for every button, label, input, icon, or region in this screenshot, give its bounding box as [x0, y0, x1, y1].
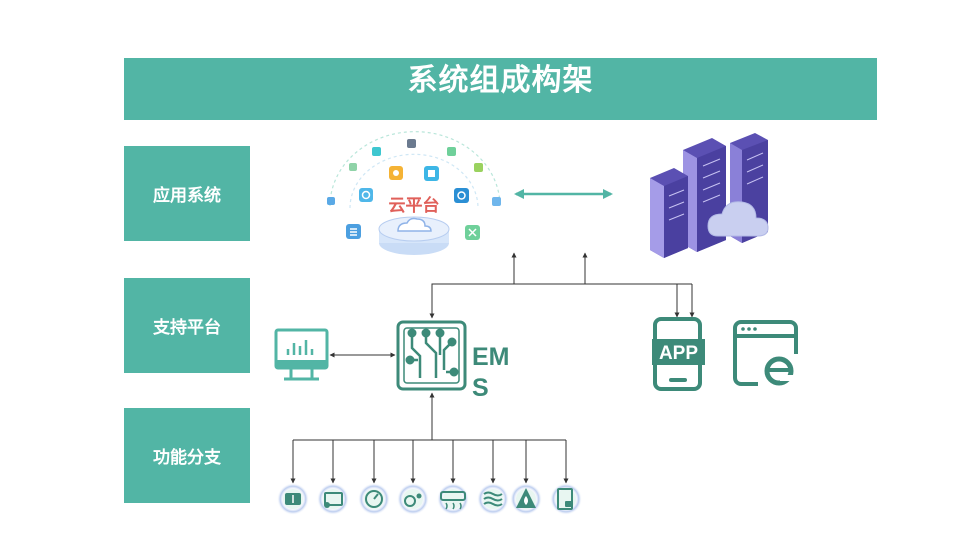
wallet-icon [474, 163, 483, 172]
cloud-platform: 云平台 [327, 131, 501, 255]
fire-protection-icon [510, 483, 542, 515]
cloud-platform-label: 云平台 [389, 195, 440, 215]
flower-icon [389, 166, 403, 180]
meter-icon [358, 483, 390, 515]
battery-icon [277, 483, 309, 515]
monitor-icon [274, 328, 329, 381]
server-rack-icon [650, 133, 769, 258]
settings-icon [447, 147, 456, 156]
ac-icon [437, 483, 469, 515]
cloud-icon [465, 225, 480, 240]
app-label: APP [659, 343, 698, 364]
layer-label-application: 应用系统 [124, 146, 250, 241]
network-connectors [329, 252, 695, 358]
relay-icon [397, 483, 429, 515]
grid-icon [407, 139, 416, 148]
app-phone-icon: APP [652, 317, 705, 391]
ems-chip-icon [396, 320, 467, 391]
door-lock-icon [550, 483, 582, 515]
chat-icon [372, 147, 381, 156]
shield-icon [359, 188, 373, 202]
page-title: 系统组成构架 [124, 58, 877, 120]
layer-label-support-platform: 支持平台 [124, 278, 250, 373]
layer-label-function-branch: 功能分支 [124, 408, 250, 503]
user-icon [454, 188, 469, 203]
ems-label: EMS [472, 343, 510, 402]
liquid-cooling-icon [477, 483, 509, 515]
menu-icon [346, 224, 361, 239]
swap-icon [492, 197, 501, 206]
wifi-icon [327, 197, 335, 205]
layout-icon [349, 163, 357, 171]
search-icon [424, 166, 439, 181]
web-browser-icon [733, 320, 798, 386]
device-bus-connectors [290, 392, 569, 484]
pcs-icon [317, 483, 349, 515]
